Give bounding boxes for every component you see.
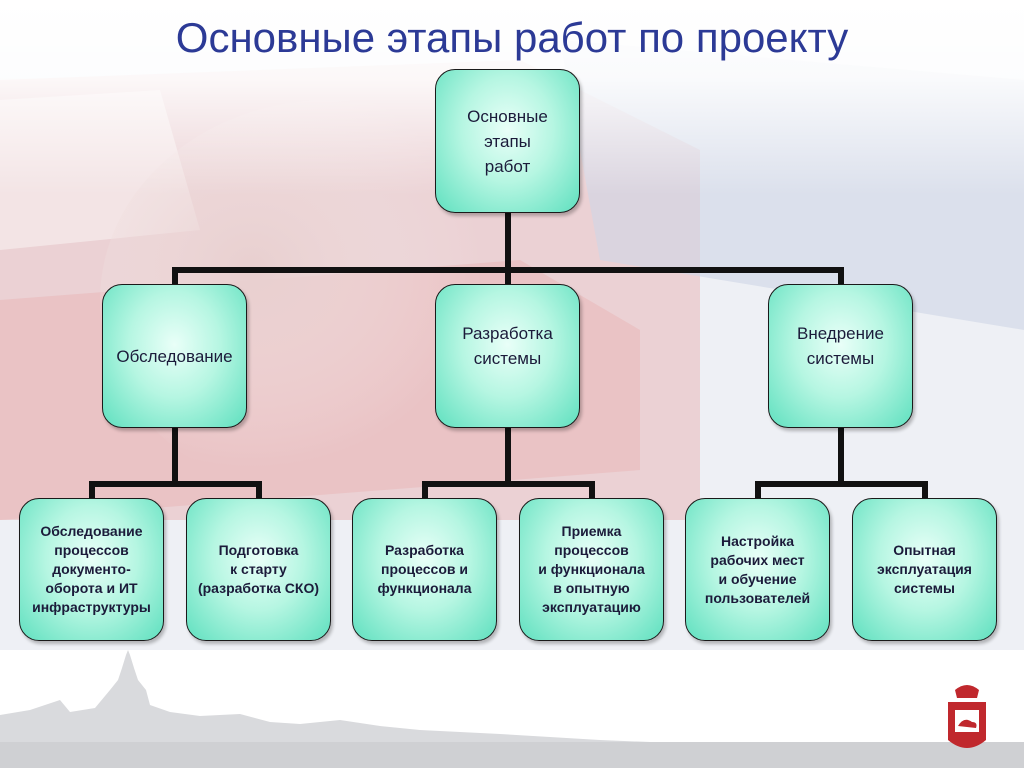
task-node-workplace-setup: Настройка рабочих мест и обучение пользо…	[685, 498, 830, 641]
stage-node-label: Обследование	[116, 346, 233, 366]
task-node-label: Подготовка к старту (разработка СКО)	[197, 542, 320, 596]
connector-stage3-children	[755, 425, 928, 501]
stage-node-survey: Обследование	[102, 284, 247, 428]
task-node-start-preparation: Подготовка к старту (разработка СКО)	[186, 498, 331, 641]
diagram-root-node: Основные этапы работ	[435, 69, 580, 213]
task-node-functional-development: Разработка процессов и функционала	[352, 498, 497, 641]
task-node-process-survey: Обследование процессов документо- оборот…	[19, 498, 164, 641]
task-node-pilot-operation: Опытная эксплуатация системы	[852, 498, 997, 641]
coat-of-arms-icon	[948, 685, 986, 748]
stage-node-label: Внедрение системы	[797, 324, 884, 368]
stage-node-label: Разработка системы	[462, 324, 553, 368]
connector-root-stages	[172, 210, 844, 287]
root-node-label: Основные этапы работ	[467, 106, 548, 176]
stage-node-development: Разработка системы	[435, 284, 580, 428]
task-node-label: Приемка процессов и функционала в опытну…	[538, 523, 645, 615]
stage-node-deployment: Внедрение системы	[768, 284, 913, 428]
task-node-acceptance: Приемка процессов и функционала в опытну…	[519, 498, 664, 641]
page-title: Основные этапы работ по проекту	[175, 14, 849, 61]
connector-stage2-children	[422, 425, 595, 501]
task-node-label: Настройка рабочих мест и обучение пользо…	[704, 532, 811, 606]
task-node-label: Разработка процессов и функционала	[377, 542, 472, 596]
task-node-label: Обследование процессов документо- оборот…	[32, 523, 151, 615]
connector-stage1-children	[89, 425, 262, 501]
task-node-label: Опытная эксплуатация системы	[877, 542, 972, 596]
